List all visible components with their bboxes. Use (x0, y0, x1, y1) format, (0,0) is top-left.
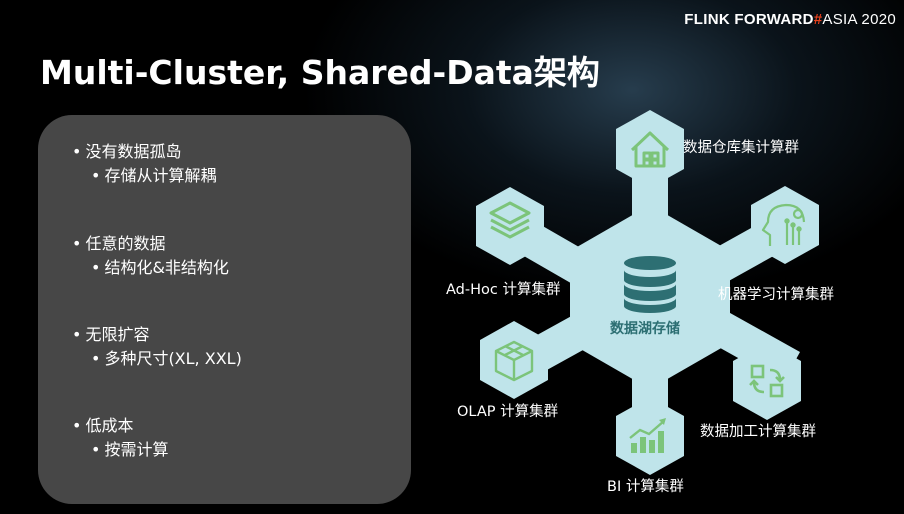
hex-upper-left (476, 187, 544, 265)
center-label: 数据湖存储 (610, 321, 680, 337)
node-label-olap: OLAP 计算集群 (457, 404, 559, 420)
cube-icon (494, 340, 534, 382)
brand-name: FLINK FORWARD (684, 11, 814, 28)
hex-lower-right (733, 342, 801, 420)
node-label-warehouse: 数据仓库集计算群 (683, 140, 799, 156)
hex-upper-right (751, 186, 819, 264)
bullet-3: •无限扩容 (72, 325, 150, 344)
brand-hash: # (813, 11, 823, 28)
hex-top (616, 110, 684, 188)
bar-chart-icon (629, 418, 666, 453)
node-label-bi: BI 计算集群 (607, 479, 684, 495)
node-label-ml: 机器学习计算集群 (718, 287, 834, 303)
bullet-1: •没有数据孤岛 (72, 142, 182, 161)
bullet-2: •任意的数据 (72, 234, 166, 253)
bullet-4-sub: •按需计算 (91, 440, 169, 459)
process-cycle-icon (749, 364, 785, 398)
brand-logo: FLINK FORWARD#ASIA 2020 (684, 11, 896, 28)
bullet-1-sub: •存储从计算解耦 (91, 166, 217, 185)
database-icon (624, 256, 676, 313)
bullet-3-sub: •多种尺寸(XL, XXL) (91, 349, 242, 368)
brand-event: ASIA 2020 (822, 11, 896, 28)
bullet-2-sub: •结构化&非结构化 (91, 258, 229, 277)
hex-bottom (616, 397, 684, 475)
features-panel (38, 115, 411, 504)
node-label-processing: 数据加工计算集群 (700, 424, 816, 440)
bullet-4: •低成本 (72, 416, 134, 435)
layers-icon (489, 201, 531, 239)
page-title: Multi-Cluster, Shared-Data架构 (40, 53, 600, 92)
node-label-adhoc: Ad-Hoc 计算集群 (446, 282, 561, 298)
ai-head-icon (761, 203, 806, 246)
house-icon (630, 131, 670, 168)
